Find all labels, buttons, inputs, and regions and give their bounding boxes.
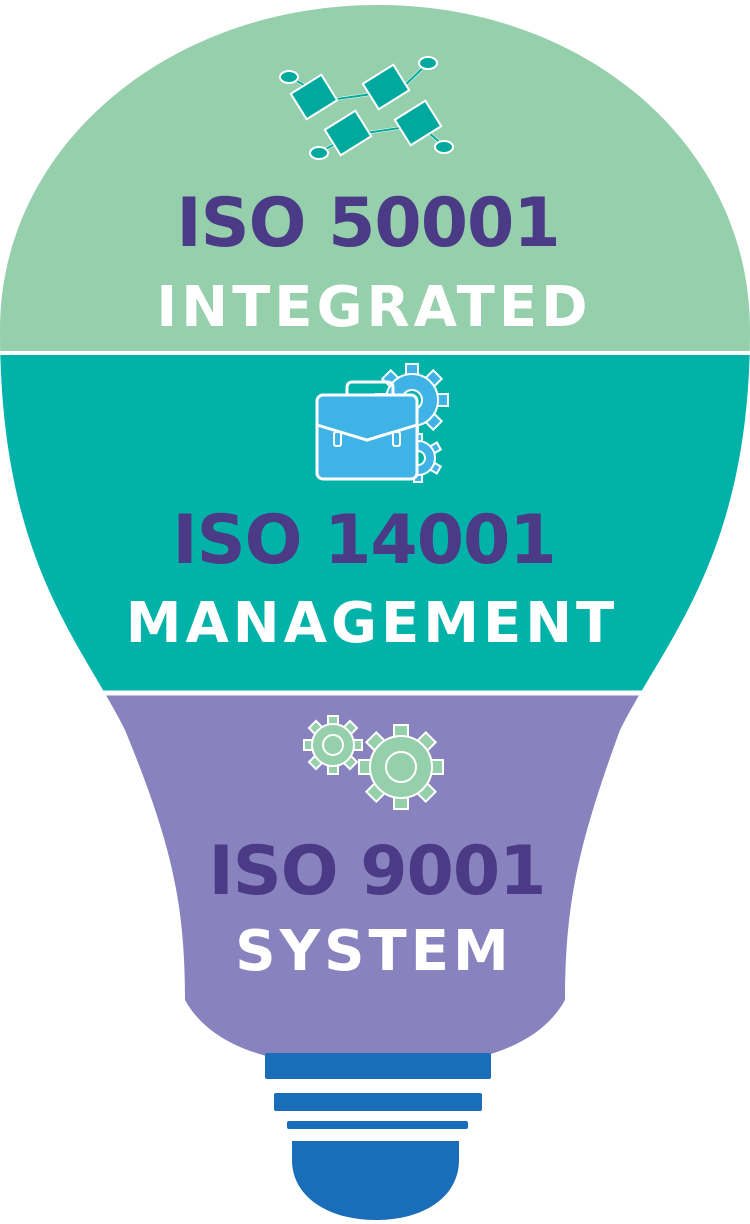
section-top-label: INTEGRATED	[156, 275, 591, 340]
gears-icon	[303, 715, 444, 810]
section-bottom-standard: ISO 9001	[208, 832, 545, 911]
process-flow-icon	[279, 56, 454, 160]
briefcase-gears-icon	[315, 363, 449, 483]
bulb-base	[265, 1053, 491, 1220]
section-top-standard: ISO 50001	[176, 184, 559, 263]
section-bottom-label: SYSTEM	[235, 919, 512, 984]
section-middle-standard: ISO 14001	[172, 501, 555, 580]
section-middle-label: MANAGEMENT	[126, 591, 619, 656]
